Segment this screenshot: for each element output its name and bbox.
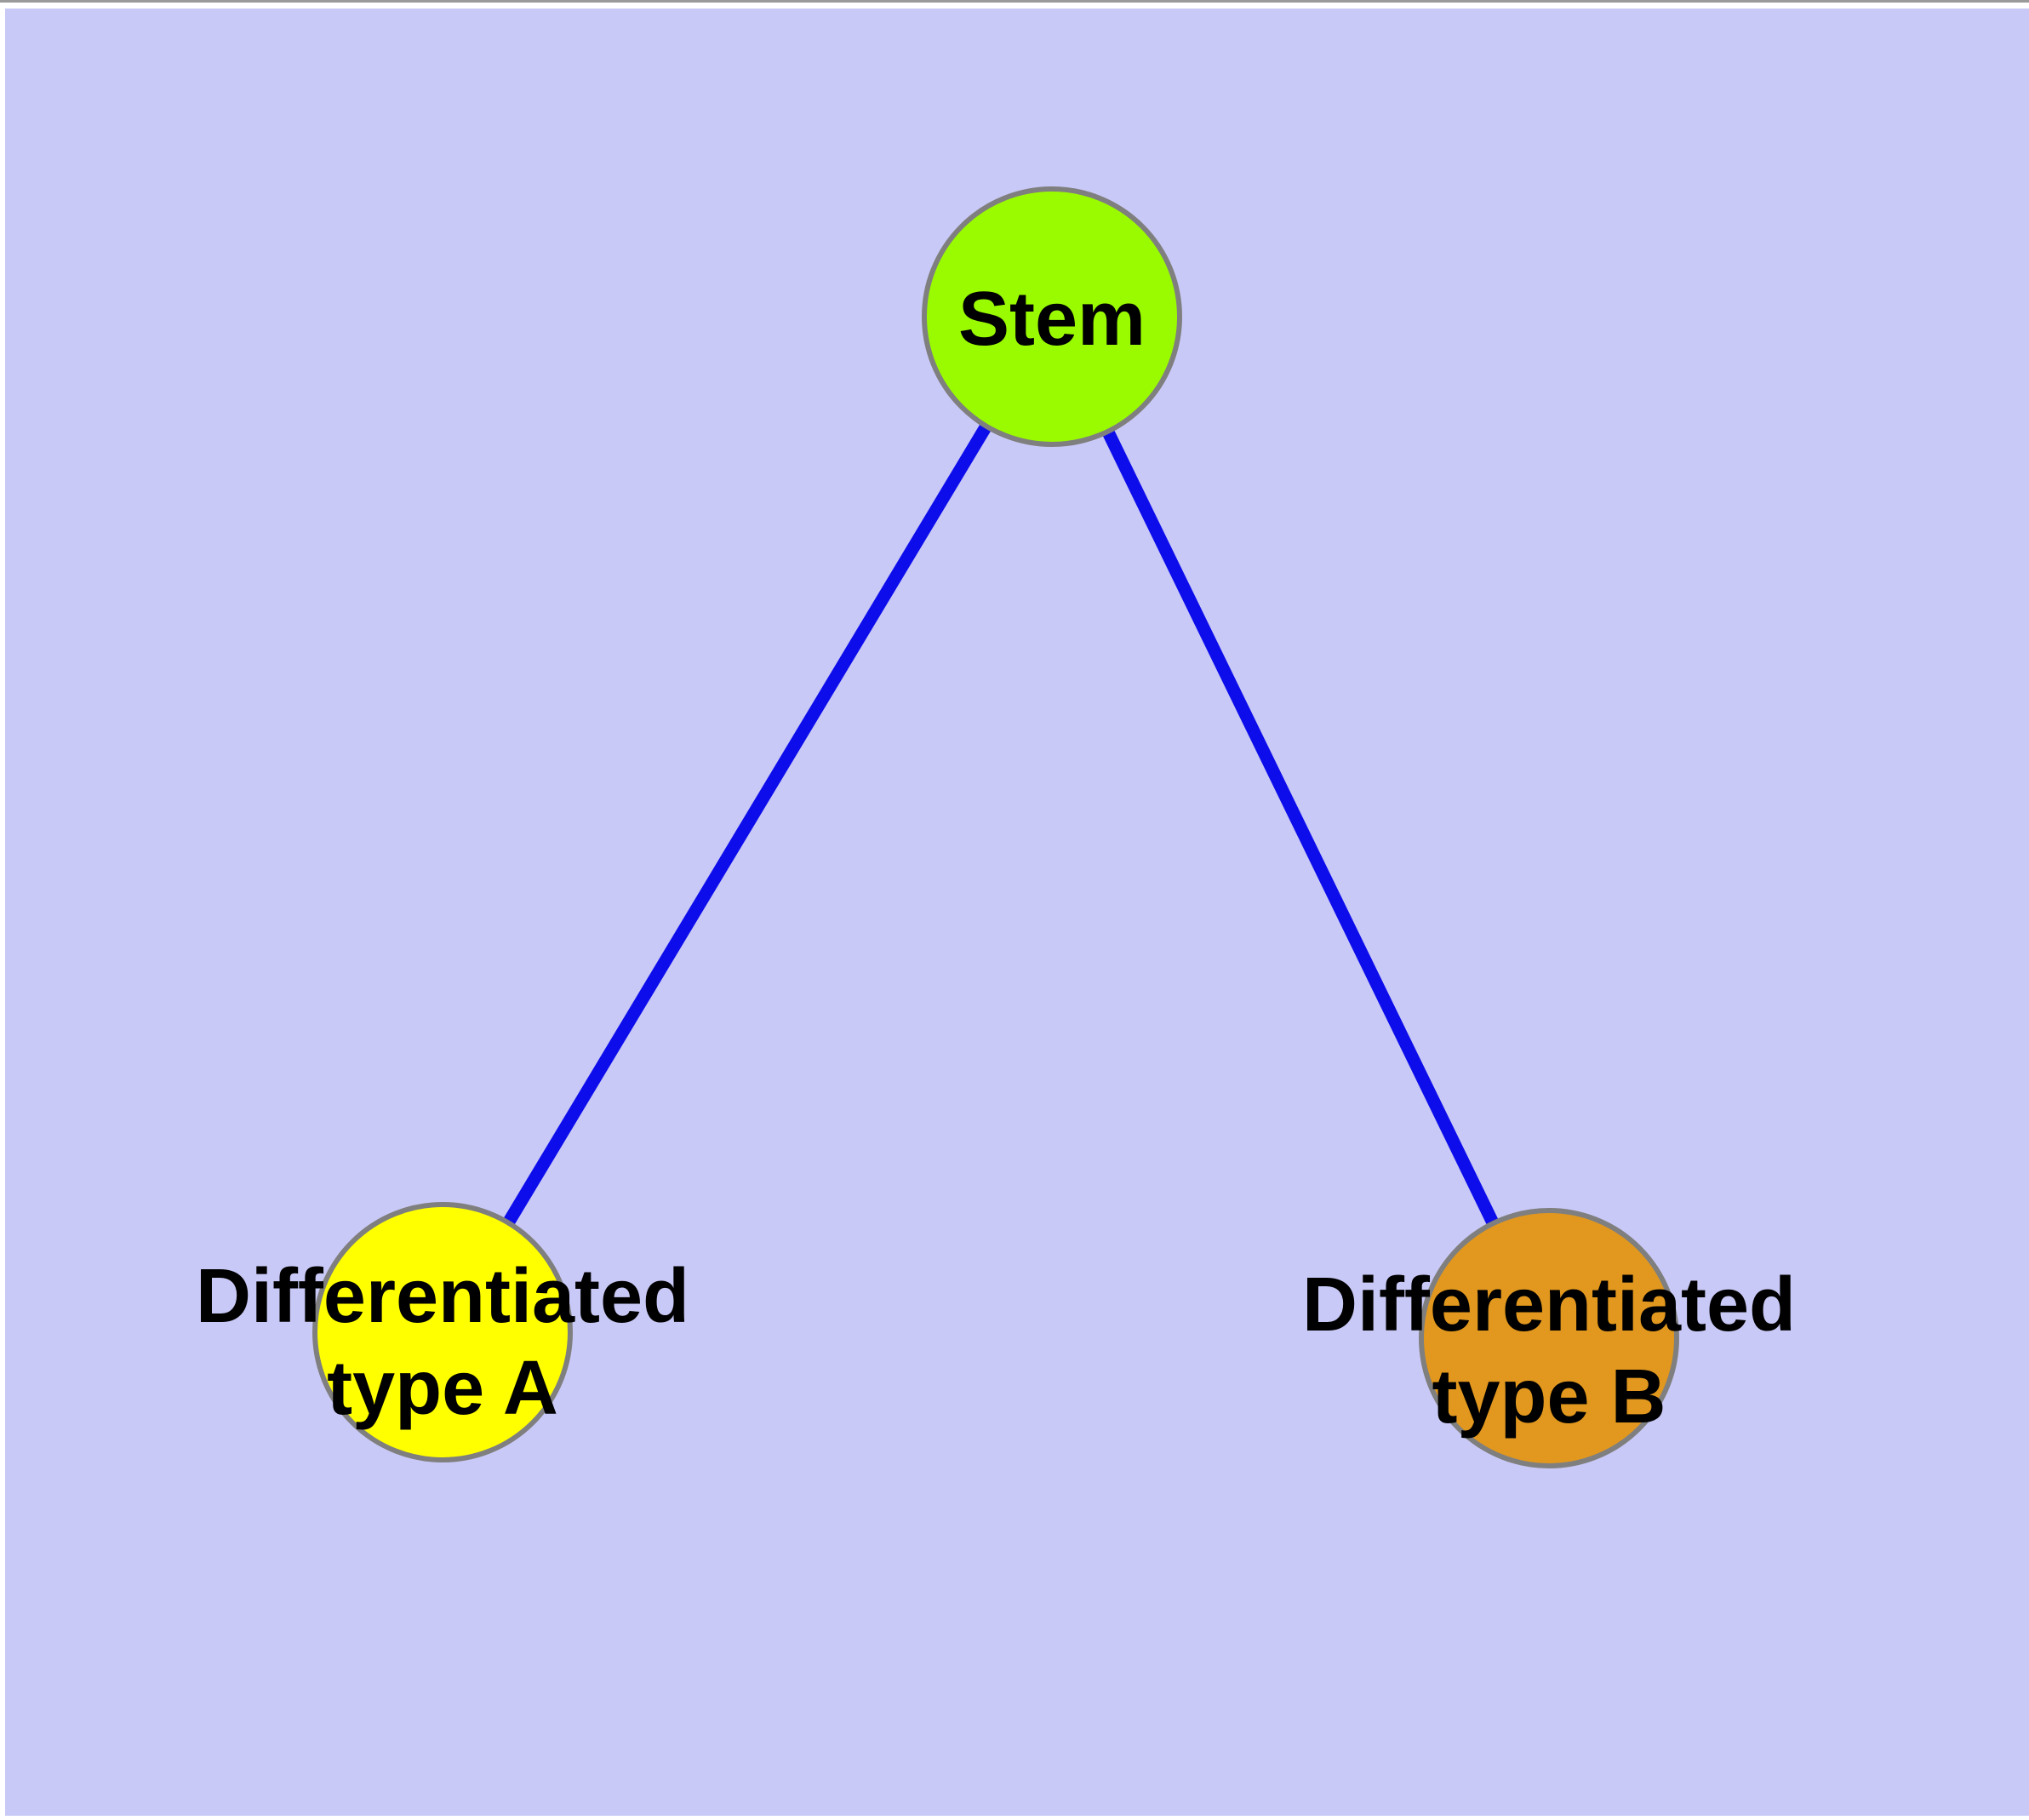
label-stem: Stem: [958, 277, 1146, 362]
window-top-edge: [0, 0, 2029, 3]
label-type-a-line2: type A: [327, 1346, 558, 1431]
node-differentiated-type-a[interactable]: [312, 1202, 573, 1462]
node-differentiated-type-b[interactable]: [1419, 1208, 1679, 1468]
edge-stem-to-type-a: [437, 313, 1058, 1336]
label-type-b-line1: Differentiated: [1302, 1262, 1796, 1348]
label-type-a-line1: Differentiated: [196, 1254, 689, 1339]
edge-stem-to-type-b: [1046, 313, 1555, 1342]
node-stem[interactable]: [922, 186, 1182, 447]
label-type-b-line2: type B: [1432, 1354, 1666, 1439]
